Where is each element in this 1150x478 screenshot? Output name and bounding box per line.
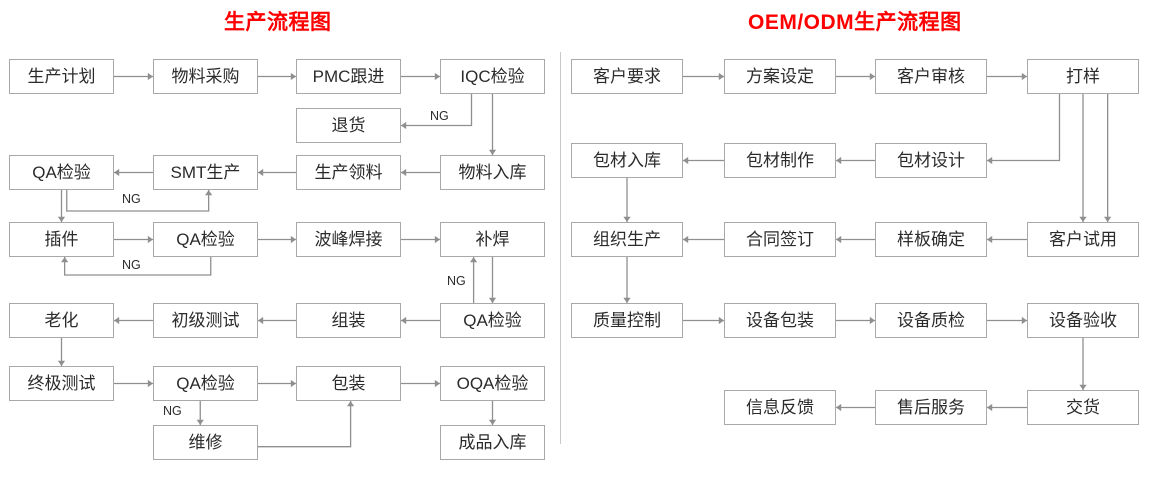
flow-node-l17[interactable]: QA检验 (440, 303, 545, 338)
flow-node-r14[interactable]: 设备质检 (875, 303, 987, 338)
flow-node-l19[interactable]: QA检验 (153, 366, 258, 401)
ng-label: NG (163, 404, 182, 418)
flow-node-l5[interactable]: 退货 (296, 108, 401, 143)
right-chart-title: OEM/ODM生产流程图 (748, 11, 962, 34)
flow-node-l6[interactable]: QA检验 (9, 155, 114, 190)
left-chart-title: 生产流程图 (224, 11, 332, 34)
flow-node-r2[interactable]: 方案设定 (724, 59, 836, 94)
flow-node-l3[interactable]: PMC跟进 (296, 59, 401, 94)
arrow-head (836, 403, 842, 412)
flow-node-l13[interactable]: 补焊 (440, 222, 545, 257)
flow-node-r8[interactable]: 组织生产 (571, 222, 683, 257)
arrow-head (683, 156, 689, 165)
flow-node-r5[interactable]: 包材入库 (571, 143, 683, 178)
flow-node-l14[interactable]: 老化 (9, 303, 114, 338)
flow-node-r13[interactable]: 设备包装 (724, 303, 836, 338)
flow-node-l9[interactable]: 物料入库 (440, 155, 545, 190)
flow-node-r7[interactable]: 包材设计 (875, 143, 987, 178)
flow-node-l22[interactable]: 维修 (153, 425, 258, 460)
arrow-head (987, 156, 993, 165)
panel-divider (560, 52, 561, 444)
arrow-head (401, 316, 407, 325)
flow-node-l21[interactable]: OQA检验 (440, 366, 545, 401)
flow-node-l8[interactable]: 生产领料 (296, 155, 401, 190)
flow-node-l7[interactable]: SMT生产 (153, 155, 258, 190)
arrow-head (987, 403, 993, 412)
flow-node-l15[interactable]: 初级测试 (153, 303, 258, 338)
edge-line (258, 401, 352, 448)
flow-node-r11[interactable]: 客户试用 (1027, 222, 1139, 257)
arrow-head (61, 257, 69, 263)
flow-node-l18[interactable]: 终极测试 (9, 366, 114, 401)
flow-node-l16[interactable]: 组装 (296, 303, 401, 338)
arrow-head (836, 235, 842, 244)
flow-node-l12[interactable]: 波峰焊接 (296, 222, 401, 257)
flow-node-l4[interactable]: IQC检验 (440, 59, 545, 94)
flow-node-r15[interactable]: 设备验收 (1027, 303, 1139, 338)
flow-node-r4[interactable]: 打样 (1027, 59, 1139, 94)
flow-node-r18[interactable]: 交货 (1027, 390, 1139, 425)
arrow-head (987, 235, 993, 244)
arrow-head (836, 156, 842, 165)
flow-node-l2[interactable]: 物料采购 (153, 59, 258, 94)
flow-node-r9[interactable]: 合同签订 (724, 222, 836, 257)
flow-node-l20[interactable]: 包装 (296, 366, 401, 401)
flow-node-l23[interactable]: 成品入库 (440, 425, 545, 460)
flow-node-r6[interactable]: 包材制作 (724, 143, 836, 178)
arrow-head (114, 168, 120, 177)
flow-node-r10[interactable]: 样板确定 (875, 222, 987, 257)
arrow-head (205, 190, 213, 196)
ng-label: NG (447, 274, 466, 288)
ng-label: NG (122, 192, 141, 206)
arrow-head (114, 316, 120, 325)
flow-node-l10[interactable]: 插件 (9, 222, 114, 257)
edge-line (987, 94, 1061, 162)
arrow-head (470, 257, 478, 263)
arrow-head (683, 235, 689, 244)
flow-node-r16[interactable]: 信息反馈 (724, 390, 836, 425)
flow-node-r1[interactable]: 客户要求 (571, 59, 683, 94)
flow-node-r3[interactable]: 客户审核 (875, 59, 987, 94)
arrow-head (258, 316, 264, 325)
flow-node-r17[interactable]: 售后服务 (875, 390, 987, 425)
arrow-head (258, 168, 264, 177)
arrow-head (401, 121, 407, 130)
ng-label: NG (122, 258, 141, 272)
flow-node-r12[interactable]: 质量控制 (571, 303, 683, 338)
arrow-head (347, 401, 355, 407)
arrow-head (401, 168, 407, 177)
ng-label: NG (430, 109, 449, 123)
flow-node-l11[interactable]: QA检验 (153, 222, 258, 257)
flow-node-l1[interactable]: 生产计划 (9, 59, 114, 94)
